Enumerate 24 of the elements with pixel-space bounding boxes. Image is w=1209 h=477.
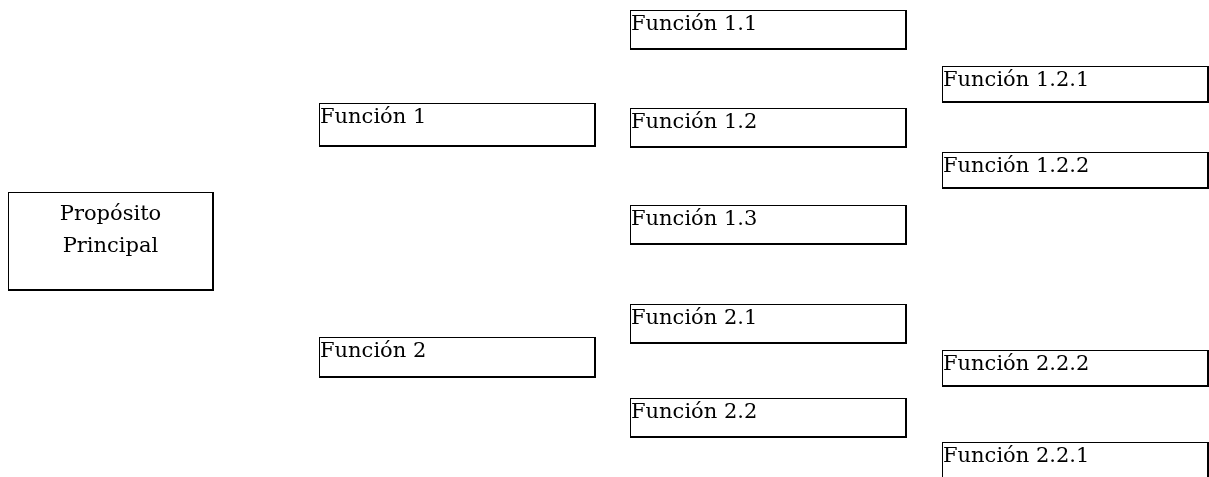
function-box [630, 10, 907, 50]
function-box [8, 192, 214, 291]
box-label: Propósito Principal [58, 200, 163, 259]
box-label: Función 2.1 [631, 305, 759, 329]
box-label: Función 1.2 [631, 109, 759, 133]
box-label: Función 1.2.2 [943, 153, 1091, 177]
function-box [630, 304, 907, 344]
function-box [942, 152, 1209, 189]
function-box [319, 103, 596, 147]
box-label: Función 1.1 [631, 11, 759, 35]
function-box [630, 398, 907, 438]
box-label: Función 2.2.1 [943, 443, 1091, 467]
box-label: Función 2.2.2 [943, 351, 1091, 375]
function-box [942, 442, 1209, 477]
function-box [942, 66, 1209, 103]
box-label: Función 2 [320, 338, 428, 362]
function-box [630, 205, 907, 245]
function-box [630, 108, 907, 148]
box-label: Función 1 [320, 104, 428, 128]
box-label: Función 1.2.1 [943, 67, 1091, 91]
box-label: Función 2.2 [631, 399, 759, 423]
function-box [942, 350, 1209, 387]
box-label: Función 1.3 [631, 206, 759, 230]
function-box [319, 337, 596, 378]
